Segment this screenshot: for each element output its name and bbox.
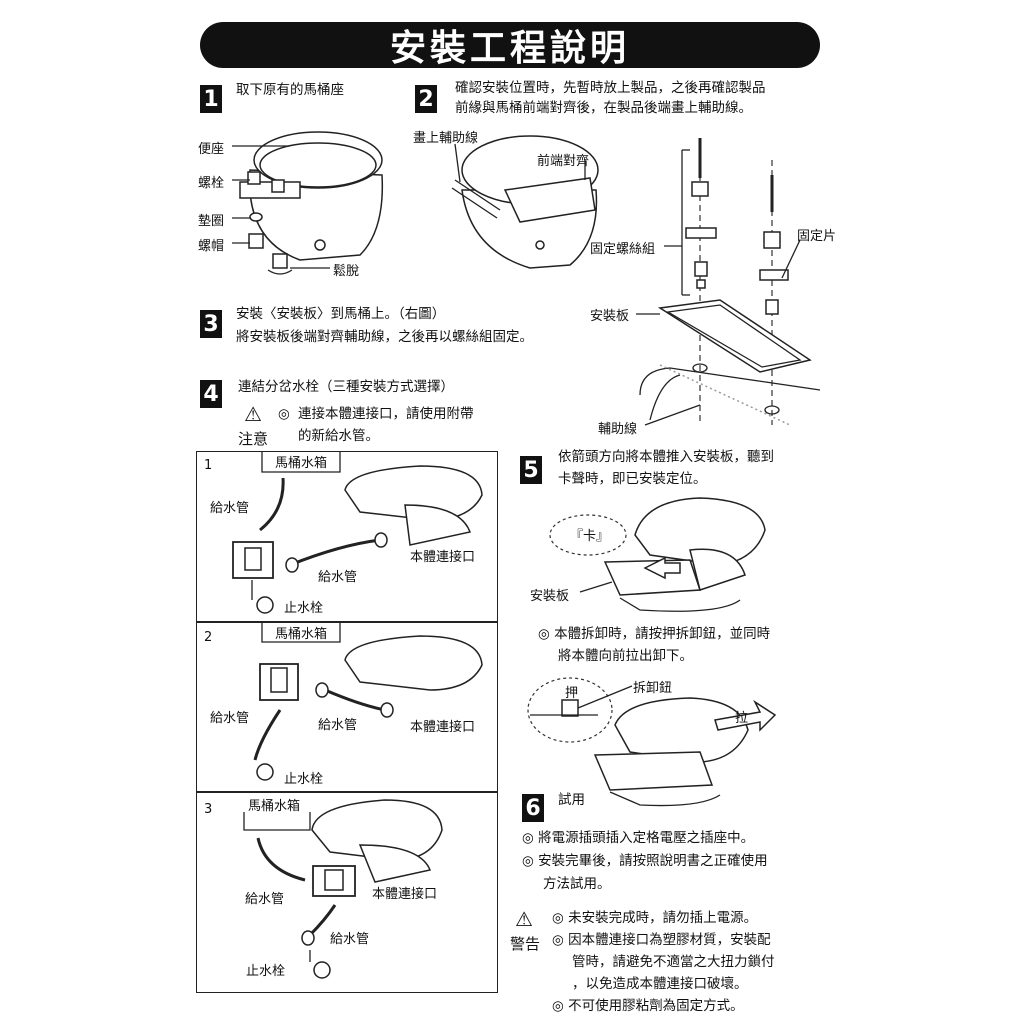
warning-triangle-icon: ⚠ xyxy=(515,907,533,931)
warning-2-line3: ，以免造成本體連接口破壞。 xyxy=(572,976,748,992)
step4-number: 4 xyxy=(200,380,222,408)
caution-label: 注意 xyxy=(238,430,269,448)
method3-tank: 馬桶水箱 xyxy=(248,799,301,814)
label-fixing-piece: 固定片 xyxy=(797,229,837,244)
method-box-2 xyxy=(196,621,498,793)
step2-line2: 前緣與馬桶前端對齊後，在製品後端畫上輔助線。 xyxy=(455,100,752,116)
label-aux-line: 輔助線 xyxy=(598,422,638,437)
warning-3: ◎ 不可使用膠粘劑為固定方式。 xyxy=(552,998,744,1014)
step2-number: 2 xyxy=(415,85,437,113)
label-press: 押 xyxy=(565,686,579,701)
method2-stop-valve: 止水栓 xyxy=(284,772,324,787)
step4-text: 連結分岔水栓（三種安裝方式選擇） xyxy=(238,379,454,395)
page-title-bar: 安裝工程說明 xyxy=(200,22,820,69)
caution-line1: 連接本體連接口，請使用附帶 xyxy=(298,406,474,422)
step5-line2: 卡聲時，即已安裝定位。 xyxy=(558,471,707,487)
label-nut: 螺帽 xyxy=(198,239,225,254)
method3-pipe2: 給水管 xyxy=(330,932,370,947)
label-bolt: 螺栓 xyxy=(198,176,225,191)
step6-number: 6 xyxy=(522,794,544,822)
method-box-3 xyxy=(196,791,498,993)
warning-1: ◎ 未安裝完成時，請勿插上電源。 xyxy=(552,910,758,926)
label-washer: 墊圈 xyxy=(198,214,225,229)
method1-index: 1 xyxy=(204,458,213,473)
step5-number: 5 xyxy=(520,456,542,484)
step1-text: 取下原有的馬桶座 xyxy=(236,82,344,98)
method1-tank: 馬桶水箱 xyxy=(275,456,328,471)
caution-bullet-icon: ◎ xyxy=(278,406,290,422)
label-mount-plate: 安裝板 xyxy=(590,309,630,324)
remove-line2: 將本體向前拉出卸下。 xyxy=(558,648,693,664)
label-loosen: 鬆脫 xyxy=(333,264,360,279)
step3-line1: 安裝〈安裝板〉到馬桶上。（右圖） xyxy=(236,306,446,322)
method1-stop-valve: 止水栓 xyxy=(284,601,324,616)
caution-triangle-icon: ⚠ xyxy=(244,402,262,426)
step6-text: 試用 xyxy=(558,792,585,808)
step2-line1: 確認安裝位置時，先暫時放上製品，之後再確認製品 xyxy=(455,80,766,96)
method3-stop-valve: 止水栓 xyxy=(246,964,286,979)
method-box-1 xyxy=(196,451,498,623)
label-mount-plate-step5: 安裝板 xyxy=(530,589,570,604)
remove-line1: ◎ 本體拆卸時，請按押拆卸鈕，並同時 xyxy=(538,626,771,642)
step6-note2-line1: ◎ 安裝完畢後，請按照說明書之正確使用 xyxy=(522,853,768,869)
step3-number: 3 xyxy=(200,310,222,338)
step5-line1: 依箭頭方向將本體推入安裝板，聽到 xyxy=(558,449,774,465)
method3-body-port: 本體連接口 xyxy=(372,887,438,902)
label-pull: 拉 xyxy=(735,711,749,726)
method2-pipe1: 給水管 xyxy=(210,711,250,726)
caution-line2: 的新給水管。 xyxy=(298,428,379,444)
method1-pipe1: 給水管 xyxy=(210,501,250,516)
warning-label: 警告 xyxy=(510,935,541,953)
label-front-align: 前端對齊 xyxy=(537,154,590,169)
warning-2-line2: 管時，請避免不適當之大扭力鎖付 xyxy=(572,954,775,970)
label-release-button: 拆卸鈕 xyxy=(633,681,673,696)
warning-2-line1: ◎ 因本體連接口為塑膠材質，安裝配 xyxy=(552,932,771,948)
label-click-sound: 『卡』 xyxy=(570,529,610,544)
method3-index: 3 xyxy=(204,802,213,817)
step1-number: 1 xyxy=(200,85,222,113)
step3-line2: 將安裝板後端對齊輔助線，之後再以螺絲組固定。 xyxy=(236,329,533,345)
label-seat: 便座 xyxy=(198,142,225,157)
label-screw-set: 固定螺絲組 xyxy=(590,242,656,257)
page-title: 安裝工程說明 xyxy=(389,28,630,69)
step6-note2-line2: 方法試用。 xyxy=(543,876,611,892)
method2-pipe2: 給水管 xyxy=(318,718,358,733)
method2-index: 2 xyxy=(204,630,213,645)
step6-note1: ◎ 將電源插頭插入定格電壓之插座中。 xyxy=(522,830,755,846)
method1-pipe2: 給水管 xyxy=(318,570,358,585)
method2-body-port: 本體連接口 xyxy=(410,720,476,735)
method2-tank: 馬桶水箱 xyxy=(275,627,328,642)
label-draw-aux-line: 畫上輔助線 xyxy=(413,131,479,146)
method1-body-port: 本體連接口 xyxy=(410,550,476,565)
method3-pipe1: 給水管 xyxy=(245,892,285,907)
